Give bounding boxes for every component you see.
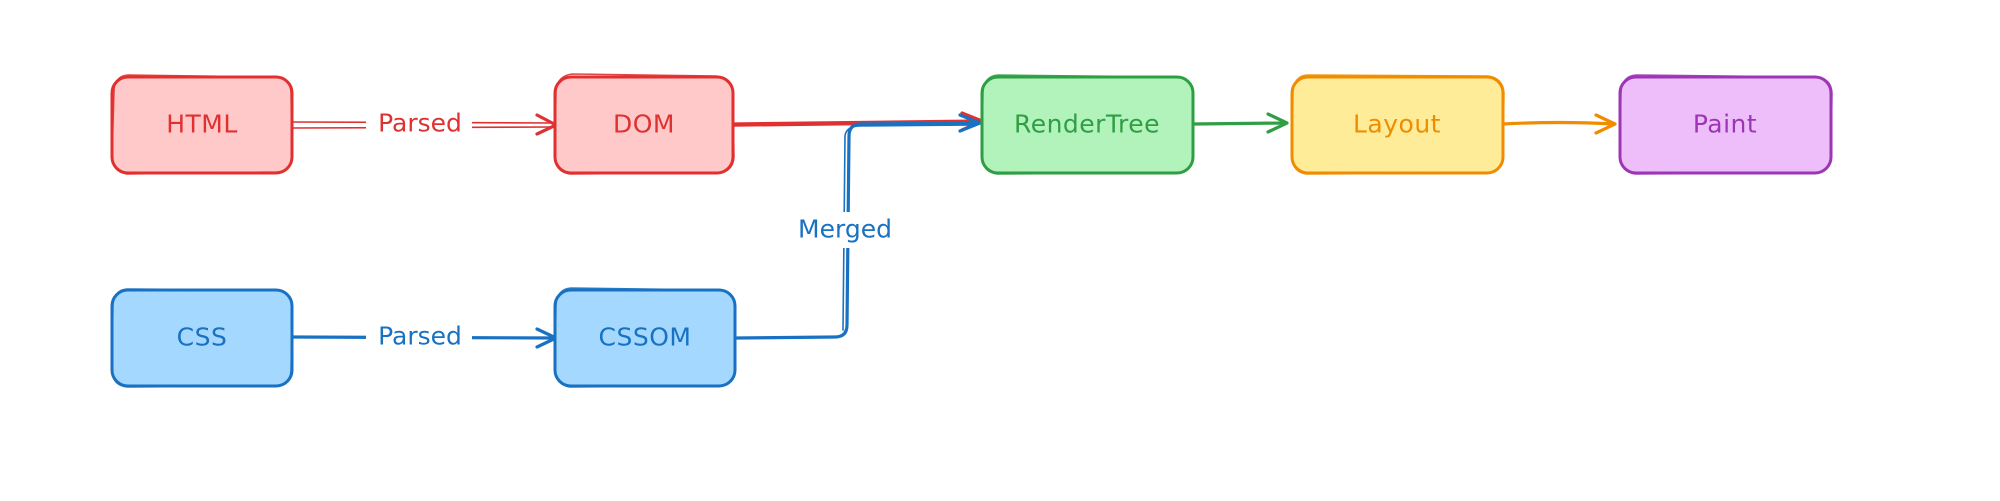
node-label-rendertree: RenderTree	[1014, 110, 1160, 139]
node-label-css: CSS	[177, 323, 228, 352]
node-css: CSS	[110, 288, 294, 388]
node-label-cssom: CSSOM	[599, 323, 692, 352]
edge-label-parsed-css: Parsed	[378, 322, 462, 351]
node-cssom: CSSOM	[553, 287, 737, 388]
node-label-dom: DOM	[613, 110, 675, 139]
node-label-layout: Layout	[1353, 110, 1441, 139]
edge-rendertree-to-layout	[1191, 112, 1289, 134]
node-rendertree: RenderTree	[980, 74, 1195, 175]
edge-cssom-to-rendertree: Merged	[735, 113, 982, 340]
edge-label-merged: Merged	[798, 215, 892, 244]
node-label-html: HTML	[166, 110, 238, 139]
edge-css-to-cssom: Parsed	[290, 320, 558, 354]
edge-layout-to-paint	[1501, 113, 1617, 135]
node-layout: Layout	[1290, 74, 1505, 175]
edge-label-parsed-html: Parsed	[378, 109, 462, 138]
node-dom: DOM	[553, 73, 735, 175]
edge-dom-to-rendertree	[731, 111, 984, 132]
node-html: HTML	[110, 74, 294, 175]
node-label-paint: Paint	[1693, 110, 1757, 139]
edge-html-to-dom: Parsed	[291, 107, 558, 141]
node-paint: Paint	[1618, 74, 1833, 175]
